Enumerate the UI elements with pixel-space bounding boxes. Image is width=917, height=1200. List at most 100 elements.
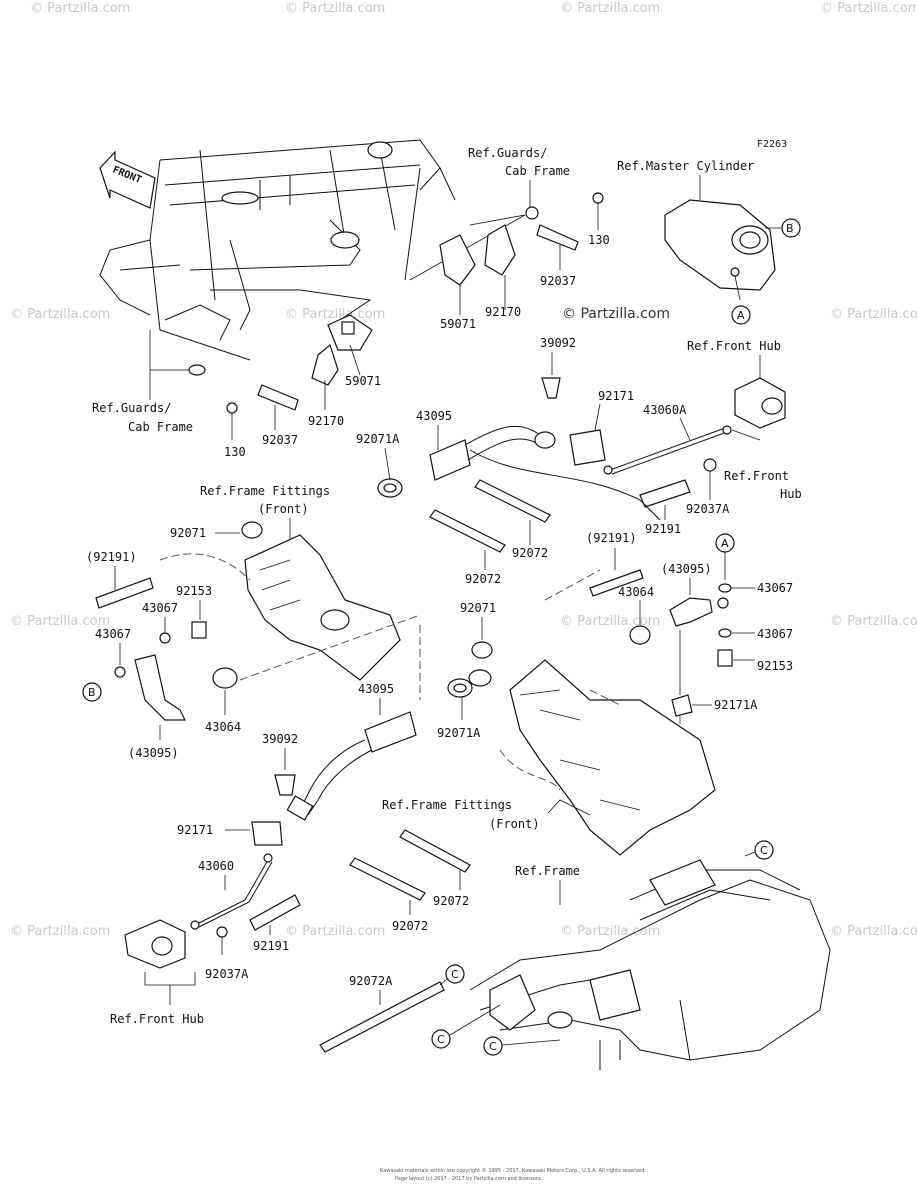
watermark: © Partzilla.com — [830, 614, 917, 629]
watermark: © Partzilla.com — [560, 924, 660, 939]
watermark: © Partzilla.com — [830, 307, 917, 322]
circle-c-frame-right: C — [760, 844, 768, 857]
ref-frame: Ref.Frame — [515, 864, 580, 878]
watermark: © Partzilla.com — [820, 1, 917, 16]
circle-b-left: B — [88, 686, 96, 699]
watermark: © Partzilla.com — [285, 924, 385, 939]
part-92072-d: 92072 — [392, 919, 428, 933]
part-130-top: 130 — [588, 233, 610, 247]
part-92170-mid: 92170 — [308, 414, 344, 428]
front-hub-bottom-cluster: 92171 43060 92037A 92191 Ref.Front Hub — [110, 821, 301, 1026]
left-fitting-cluster: (92191) 92153 43067 43067 B 43064 (43095… — [82, 550, 421, 760]
part-130-mid: 130 — [224, 445, 246, 459]
watermark: © Partzilla.com — [10, 614, 110, 629]
part-43095-top: 43095 — [416, 409, 452, 423]
watermark: © Partzilla.com — [560, 1, 660, 16]
watermark: © Partzilla.com — [30, 1, 130, 16]
part-92072-a: 92072 — [512, 546, 548, 560]
part-92191-right: 92191 — [645, 522, 681, 536]
ref-frame-fittings-top: Ref.Frame Fittings — [200, 484, 330, 498]
part-43095-paren-left: (43095) — [128, 746, 179, 760]
circle-c-frame-bottom: C — [489, 1040, 497, 1053]
part-43067-left-b: 43067 — [95, 627, 131, 641]
ref-guards-cab-frame-left: Ref.Guards/ — [92, 401, 171, 415]
ref-front-hub-bottom: Ref.Front Hub — [110, 1012, 204, 1026]
lower-frame-illustration: Ref.Frame C C C — [431, 840, 831, 1070]
front-hub-right-cluster: Ref.Front Hub 39092 92171 43060A Ref.Fro… — [540, 336, 802, 536]
part-43095-mid: 43095 — [358, 682, 394, 696]
tie-straps-upper: 92072 92072 — [429, 479, 551, 586]
part-92171-top: 92171 — [598, 389, 634, 403]
ref-guards-cab-frame-left-line2: Cab Frame — [128, 420, 193, 434]
part-43060A: 43060A — [643, 403, 687, 417]
ref-front-hub-right: Ref.Front — [724, 469, 789, 483]
part-43067-left-a: 43067 — [142, 601, 178, 615]
part-92171A: 92171A — [714, 698, 758, 712]
circle-b-top: B — [786, 222, 794, 235]
part-92191-bottom: 92191 — [253, 939, 289, 953]
part-92072-c: 92072 — [433, 894, 469, 908]
bracket-cluster-top: Ref.Guards/ Cab Frame 130 92037 59071 92… — [409, 146, 670, 331]
ref-front-hub-top: Ref.Front Hub — [687, 339, 781, 353]
circle-c-strap: C — [451, 968, 459, 981]
footer-copyright: Kawasaki materials within are copyright … — [380, 1167, 646, 1174]
part-92037-mid: 92037 — [262, 433, 298, 447]
part-92037A-bottom: 92037A — [205, 967, 249, 981]
ref-guards-cab-frame-top-line2: Cab Frame — [505, 164, 570, 178]
part-92071A-mid: 92071A — [437, 726, 481, 740]
ref-frame-fittings-top-line2: (Front) — [258, 502, 309, 516]
part-92071-mid: 92071 — [460, 601, 496, 615]
brake-hose-middle: 43095 92071A 39092 — [262, 678, 481, 821]
part-43060: 43060 — [198, 859, 234, 873]
part-92171-bottom: 92171 — [177, 823, 213, 837]
right-fitting-cluster: (92191) (43095) 43064 A 43067 43067 9215… — [586, 531, 793, 770]
master-cylinder-illustration: Ref.Master Cylinder B A — [617, 159, 801, 325]
part-43095-paren-right: (43095) — [661, 562, 712, 576]
tie-straps-lower: 92072 92072 92072A C — [319, 829, 471, 1053]
ref-frame-fittings-mid: Ref.Frame Fittings — [382, 798, 512, 812]
watermark: © Partzilla.com — [10, 924, 110, 939]
part-92037-top: 92037 — [540, 274, 576, 288]
guards-cab-left-ref: Ref.Guards/ Cab Frame — [92, 330, 206, 434]
frame-fitting-right: 92071 Ref.Frame Fittings (Front) — [382, 569, 716, 856]
part-92191-paren-right: (92191) — [586, 531, 637, 545]
watermark: © Partzilla.com — [285, 1, 385, 16]
ref-guards-cab-frame-top: Ref.Guards/ — [468, 146, 547, 160]
circle-c-frame-left: C — [437, 1033, 445, 1046]
part-92170-top: 92170 — [485, 305, 521, 319]
part-43064-right: 43064 — [618, 585, 654, 599]
part-92191-paren-left: (92191) — [86, 550, 137, 564]
part-92072-b: 92072 — [465, 572, 501, 586]
part-92071-left: 92071 — [170, 526, 206, 540]
center-watermark: © Partzilla.com — [562, 306, 670, 322]
watermark: © Partzilla.com — [560, 614, 660, 629]
part-43067-right-b: 43067 — [757, 627, 793, 641]
part-92072A: 92072A — [349, 974, 393, 988]
part-59071-top: 59071 — [440, 317, 476, 331]
brake-hose-upper: 43095 92071A — [356, 409, 661, 521]
part-39092-mid: 39092 — [262, 732, 298, 746]
part-59071-mid: 59071 — [345, 374, 381, 388]
ref-master-cylinder: Ref.Master Cylinder — [617, 159, 754, 173]
watermark: © Partzilla.com — [830, 924, 917, 939]
part-92153-right: 92153 — [757, 659, 793, 673]
ref-frame-fittings-mid-line2: (Front) — [489, 817, 540, 831]
part-92037A-right: 92037A — [686, 502, 730, 516]
guard-frame-illustration — [99, 139, 456, 361]
part-43064-left: 43064 — [205, 720, 241, 734]
watermark: © Partzilla.com — [10, 307, 110, 322]
frame-fitting-left: Ref.Frame Fittings (Front) 92071 — [159, 484, 401, 681]
front-arrow-icon: FRONT — [99, 150, 156, 209]
part-92153-left: 92153 — [176, 584, 212, 598]
circle-a-top: A — [737, 309, 745, 322]
footer-layout-credit: Page layout (c) 2017 - 2017 by Partzilla… — [395, 1176, 543, 1182]
part-43067-right-a: 43067 — [757, 581, 793, 595]
part-39092-top: 39092 — [540, 336, 576, 350]
bracket-cluster-mid: 59071 92170 92037 130 — [224, 314, 381, 459]
ref-front-hub-right-line2: Hub — [780, 487, 802, 501]
watermark: © Partzilla.com — [285, 307, 385, 322]
circle-a-right: A — [721, 537, 729, 550]
part-92071A-top: 92071A — [356, 432, 400, 446]
diagram-code: F2263 — [757, 139, 787, 150]
